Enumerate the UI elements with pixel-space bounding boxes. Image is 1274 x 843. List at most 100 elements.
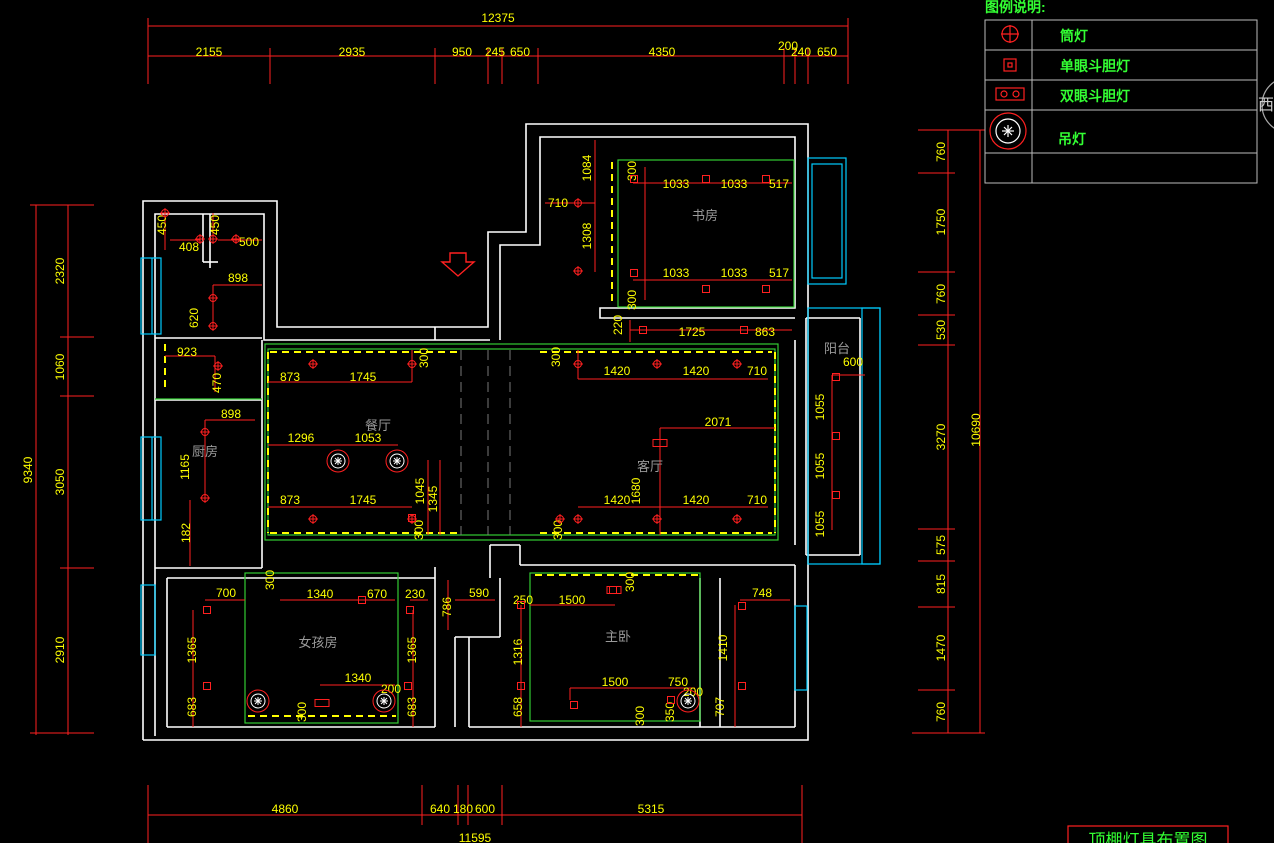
single-grille-lamp-icon (740, 326, 748, 334)
dim-interior-54: 230 (405, 587, 425, 601)
dim-interior-59: 300 (623, 572, 637, 592)
dim-interior-18: 500 (239, 235, 259, 249)
room-label-dining: 餐厅 (365, 418, 391, 433)
pendant-lamp-icon (246, 689, 270, 713)
dim-top-2: 2935 (339, 45, 366, 59)
single-grille-lamp-icon (570, 701, 578, 709)
dim-interior-40: 1345 (426, 485, 440, 512)
pendant-lamp-icon (676, 689, 700, 713)
dim-right-8: 1470 (934, 634, 948, 661)
dim-interior-72: 750 (668, 675, 688, 689)
single-grille-lamp-icon (762, 285, 770, 293)
single-grille-lamp-icon (1003, 58, 1017, 72)
dim-interior-64: 1410 (716, 634, 730, 661)
dim-interior-76: 707 (713, 697, 727, 717)
dim-top-3: 950 (452, 45, 472, 59)
dim-bottom-2: 640 (430, 802, 450, 816)
dim-interior-38: 1165 (178, 454, 192, 480)
dim-interior-52: 1340 (307, 587, 334, 601)
double-grille-lamp-icon (652, 439, 668, 447)
dim-right-2: 1750 (934, 208, 948, 235)
pendant-lamp-icon (385, 449, 409, 473)
downlight-icon (573, 266, 583, 276)
dim-top-8: 240 (791, 45, 811, 59)
dim-interior-69: 658 (511, 697, 525, 717)
room-label-kitchen: 厨房 (192, 444, 218, 459)
dim-interior-57: 250 (513, 593, 533, 607)
dim-interior-60: 748 (752, 586, 772, 600)
double-grille-lamp-icon (314, 699, 330, 707)
dim-interior-41: 1680 (629, 477, 643, 504)
dim-top-7: 200 (778, 39, 798, 53)
dim-right-1: 760 (934, 142, 948, 162)
dim-interior-44: 1420 (604, 493, 631, 507)
dim-left-2: 1060 (53, 353, 67, 380)
dim-interior-30: 600 (843, 355, 863, 369)
single-grille-lamp-icon (738, 682, 746, 690)
compass-fragment: 西 (1258, 81, 1274, 129)
dim-top-total: 12375 (481, 11, 515, 25)
dim-interior-27: 1420 (604, 364, 631, 378)
dim-interior-3: 1308 (580, 222, 594, 249)
room-labels: 书房 餐厅 客厅 厨房 阳台 女孩房 主卧 (192, 208, 850, 650)
single-grille-lamp-icon (517, 682, 525, 690)
downlight-icon (573, 359, 583, 369)
drawing-title: 顶棚灯具布置图 (1089, 831, 1208, 843)
room-label-study: 书房 (692, 208, 718, 223)
downlight-icon (160, 208, 170, 218)
dim-right-4: 530 (934, 320, 948, 340)
dim-interior-58: 1500 (559, 593, 586, 607)
dim-interior-24: 1745 (350, 370, 377, 384)
downlight-icon (208, 293, 218, 303)
downlight-icon (208, 321, 218, 331)
downlight-icon (732, 514, 742, 524)
dim-interior-23: 873 (280, 370, 300, 384)
pendant-lamp-icon (326, 449, 350, 473)
dim-left-1: 2320 (53, 257, 67, 284)
dim-interior-45: 1420 (683, 493, 710, 507)
dim-interior-74: 300 (633, 706, 647, 726)
dim-interior-47: 300 (412, 520, 426, 540)
dim-interior-19: 898 (228, 271, 248, 285)
dim-interior-50: 300 (263, 570, 277, 590)
walls (142, 123, 861, 741)
dim-bottom-5: 5315 (638, 802, 665, 816)
dim-left-4: 2910 (53, 636, 67, 663)
dim-interior-48: 300 (551, 520, 565, 540)
dim-top-1: 2155 (196, 45, 223, 59)
room-label-balcony: 阳台 (824, 341, 850, 356)
downlight-icon (308, 359, 318, 369)
dim-bottom-4: 600 (475, 802, 495, 816)
downlight-icon (652, 359, 662, 369)
dim-interior-32: 1055 (813, 452, 827, 479)
room-label-living: 客厅 (637, 459, 663, 474)
legend-label-downlight: 筒灯 (1060, 28, 1088, 44)
legend-label-pendant-lamp: 吊灯 (1058, 131, 1086, 147)
single-grille-lamp-icon (702, 285, 710, 293)
legend-title: 图例说明: (985, 0, 1046, 15)
dim-interior-14: 863 (755, 325, 775, 339)
dim-interior-62: 1365 (405, 636, 419, 663)
dim-interior-20: 620 (187, 308, 201, 328)
dim-interior-31: 1055 (813, 393, 827, 420)
dim-interior-26: 300 (549, 347, 563, 367)
dim-interior-70: 300 (295, 702, 309, 722)
dim-interior-17: 450 (208, 215, 222, 235)
dim-right-total: 10690 (969, 413, 983, 447)
dim-interior-4: 300 (625, 161, 639, 181)
dim-top-6: 4350 (649, 45, 676, 59)
dim-interior-39: 1045 (413, 477, 427, 504)
dim-interior-65: 1340 (345, 671, 372, 685)
dim-interior-16: 408 (179, 240, 199, 254)
dim-interior-56: 590 (469, 586, 489, 600)
dim-bottom-1: 4860 (272, 802, 299, 816)
dim-interior-37: 2071 (705, 415, 732, 429)
downlight-icon (308, 514, 318, 524)
dim-interior-22: 470 (210, 373, 224, 393)
single-grille-lamp-icon (738, 602, 746, 610)
single-grille-lamp-icon (832, 432, 840, 440)
downlight-icon (573, 514, 583, 524)
dim-interior-25: 300 (417, 348, 431, 368)
